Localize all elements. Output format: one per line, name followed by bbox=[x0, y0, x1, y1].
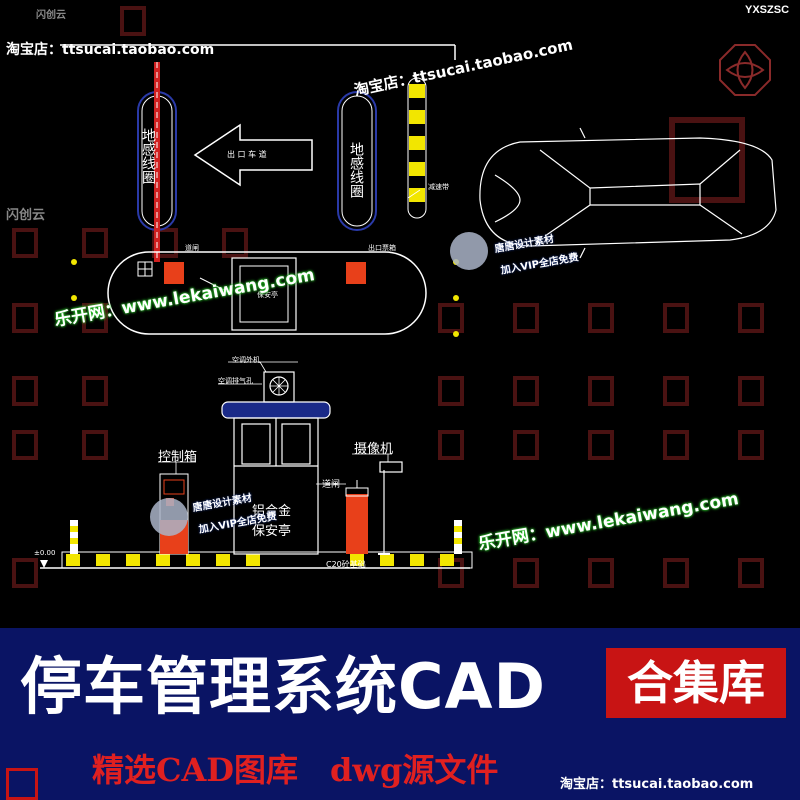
title-banner: 停车管理系统CAD 合集库 精选CAD图库 dwg源文件 淘宝店：ttsucai… bbox=[0, 628, 800, 800]
barrier-post-elevation bbox=[345, 480, 369, 554]
ticket-box-label: 出口票箱 bbox=[368, 244, 396, 252]
background-logo-pattern bbox=[12, 6, 764, 588]
exit-arrow-label: 出 口 车 道 bbox=[227, 150, 267, 159]
studio-watermark-1: 闪创云 bbox=[6, 208, 46, 223]
code-watermark: YXSZSC bbox=[745, 4, 790, 16]
shop-watermark-top: 淘宝店：ttsucai.taobao.com bbox=[6, 42, 215, 58]
studio-watermark-2: 闪创云 bbox=[36, 10, 66, 21]
octagon-logo-icon bbox=[719, 44, 771, 96]
guard-plan-label: 保安亭 bbox=[257, 291, 278, 299]
cad-drawing-area: 地感线圈 地感线圈 出 口 车 道 道闸 出口票箱 保安亭 减速带 空调外机 空… bbox=[6, 4, 790, 588]
ac-vent-label: 空调排气孔 bbox=[218, 377, 253, 385]
elevation-ground bbox=[40, 551, 473, 569]
shop-watermark-bottom: 淘宝店：ttsucai.taobao.com bbox=[560, 777, 754, 792]
camera-pole-icon bbox=[378, 461, 403, 555]
barrier-label: 道闸 bbox=[322, 480, 341, 490]
bollard-right bbox=[454, 520, 462, 554]
gate-plan-label: 道闸 bbox=[185, 244, 199, 252]
banner-subtitle: 精选CAD图库 dwg源文件 bbox=[92, 751, 499, 789]
loop-detector-right bbox=[337, 91, 377, 231]
guard-island-plan bbox=[107, 251, 427, 335]
stamp-circle-2 bbox=[150, 498, 188, 536]
guard-booth-elevation bbox=[221, 371, 331, 555]
speed-bump-stripe bbox=[407, 77, 427, 219]
camera-label: 摄像机 bbox=[354, 442, 394, 457]
loop-right-label: 地感线圈 bbox=[348, 142, 364, 198]
banner-badge: 合集库 bbox=[606, 648, 786, 718]
control-box-label: 控制箱 bbox=[158, 450, 198, 465]
booth-label-1: 铝合金 bbox=[252, 504, 292, 519]
banner-title: 停车管理系统CAD bbox=[20, 650, 546, 723]
corner-logo-icon bbox=[6, 768, 38, 800]
car-topview-icon bbox=[479, 127, 777, 259]
leader-lines bbox=[158, 189, 421, 485]
booth-label-2: 保安亭 bbox=[252, 524, 292, 539]
exit-arrow-icon bbox=[193, 123, 313, 187]
speed-bump-label: 减速带 bbox=[428, 183, 449, 191]
bollard-left bbox=[70, 520, 78, 554]
foundation-label: C20砼基础 bbox=[326, 560, 366, 569]
stamp-circle-1 bbox=[450, 232, 488, 270]
elevation-mark: ±0.00 bbox=[34, 549, 56, 557]
ac-unit-label: 空调外机 bbox=[232, 356, 260, 364]
loop-left-label: 地感线圈 bbox=[140, 128, 156, 184]
